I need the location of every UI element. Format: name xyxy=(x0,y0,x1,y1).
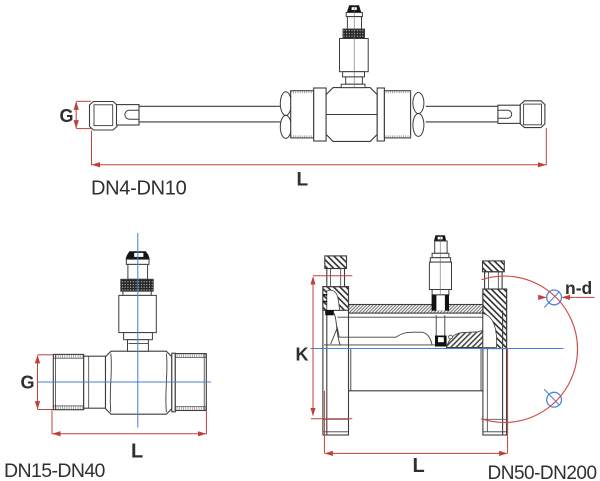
svg-text:K: K xyxy=(296,345,309,365)
svg-text:DN15-DN40: DN15-DN40 xyxy=(4,460,106,481)
svg-text:G: G xyxy=(60,106,74,126)
svg-text:n-d: n-d xyxy=(565,278,592,298)
svg-text:L: L xyxy=(297,170,309,191)
svg-text:DN4-DN10: DN4-DN10 xyxy=(91,178,187,200)
svg-text:L: L xyxy=(413,455,425,477)
svg-text:G: G xyxy=(21,373,35,393)
svg-text:DN50-DN200: DN50-DN200 xyxy=(488,463,597,481)
svg-text:L: L xyxy=(131,441,143,463)
